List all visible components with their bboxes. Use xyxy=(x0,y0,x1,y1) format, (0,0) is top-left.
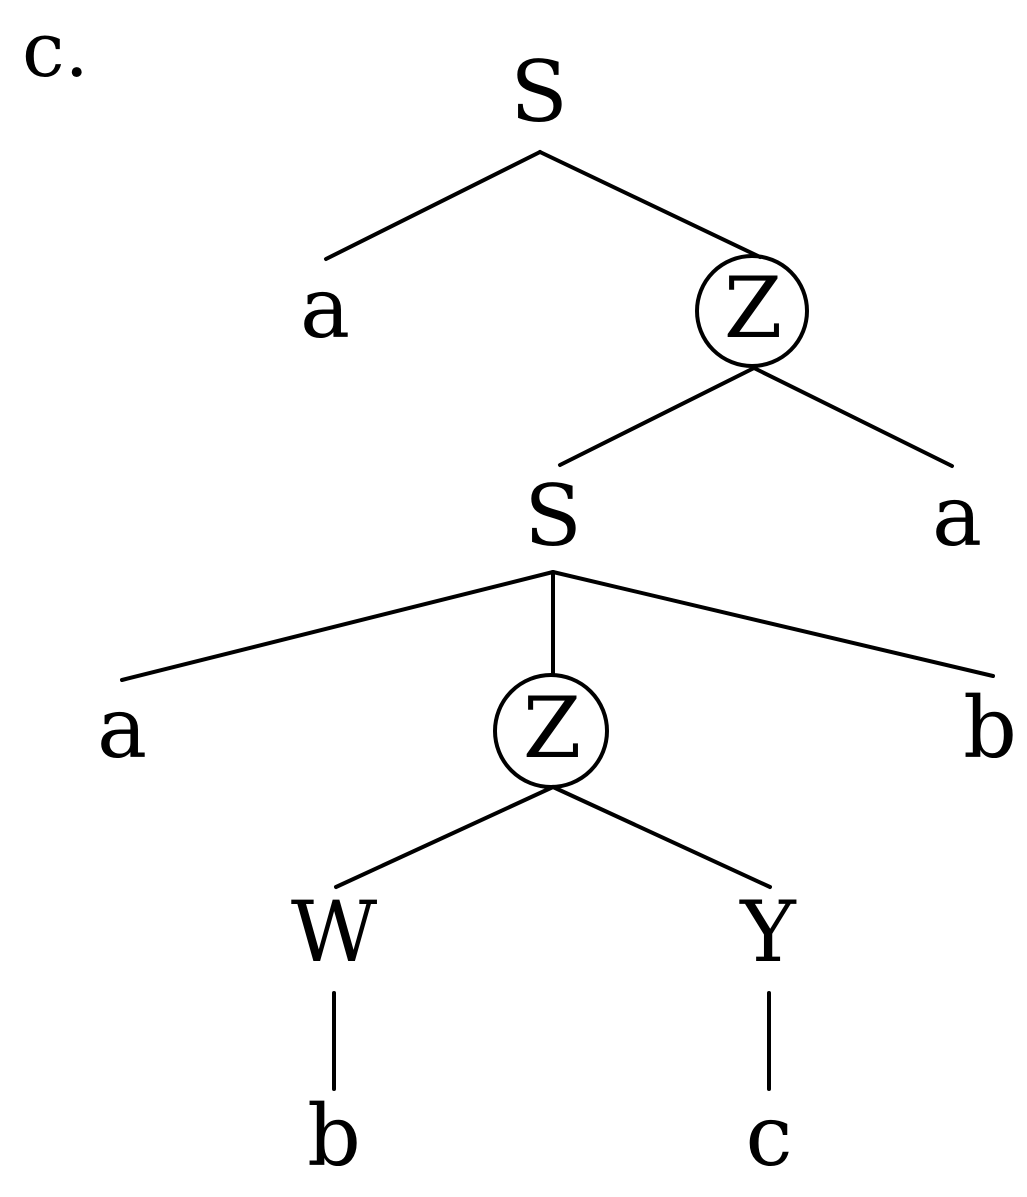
node-root-s: S xyxy=(510,43,568,141)
node-z-circled: Z xyxy=(724,259,782,357)
edge-z-to-s xyxy=(558,366,756,467)
edge-s-to-b xyxy=(551,570,995,678)
node-inner-s: S xyxy=(524,467,582,565)
node-leaf-b: b xyxy=(963,679,1017,777)
edge-z-to-a xyxy=(752,366,954,468)
node-leaf-a: a xyxy=(932,467,982,565)
edge-s-to-a xyxy=(120,570,555,682)
edge-z-to-w xyxy=(334,785,555,889)
panel-label: c. xyxy=(22,5,89,94)
edge-root-s-to-a xyxy=(324,150,542,261)
node-leaf-a: a xyxy=(300,259,350,357)
node-leaf-b: b xyxy=(307,1087,361,1185)
tree-edges xyxy=(120,150,995,1091)
edge-z-to-y xyxy=(551,785,772,889)
tree-nodes: S a Z S a a Z b W Y b c xyxy=(97,43,1017,1185)
node-leaf-c: c xyxy=(745,1087,792,1185)
z-node-circle-2 xyxy=(493,673,609,789)
node-leaf-a: a xyxy=(97,679,147,777)
z-node-circle-1 xyxy=(695,254,809,368)
node-w: W xyxy=(291,883,378,981)
node-z-circled: Z xyxy=(523,679,581,777)
node-y: Y xyxy=(739,883,797,981)
edge-root-s-to-z xyxy=(538,150,762,259)
